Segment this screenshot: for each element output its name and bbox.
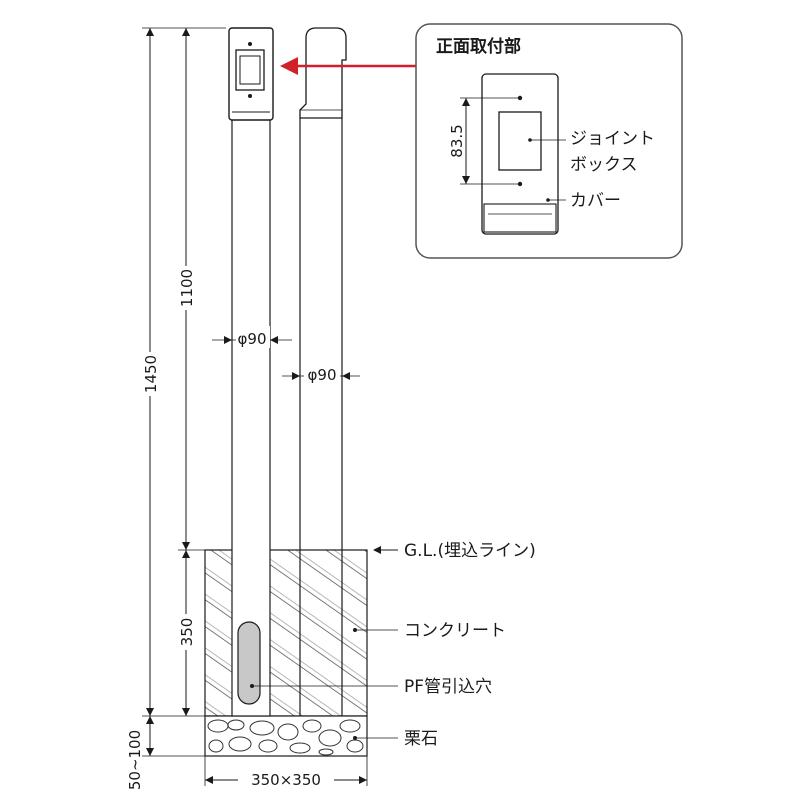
joint-box-label-line2: ボックス [570, 155, 638, 175]
pole-b-diameter-dimension: φ90 [282, 362, 360, 384]
pf-hole-label: PF管引込穴 [404, 677, 492, 697]
cover-label: カバー [570, 191, 621, 211]
pf-hole-callout: PF管引込穴 [250, 677, 492, 697]
detail-title: 正面取付部 [436, 36, 521, 57]
pole-b-diameter-label: φ90 [308, 366, 337, 384]
box-spacing-label: 83.5 [448, 124, 466, 157]
pf-hole [237, 621, 261, 705]
total-height-dimension: 1450 [140, 27, 226, 716]
concrete-callout: コンクリート [353, 621, 506, 641]
pole-a-diameter-label: φ90 [238, 330, 267, 348]
burial-depth-dimension: 350 [142, 549, 205, 717]
concrete-foundation [204, 549, 368, 717]
burial-depth-label: 350 [178, 618, 196, 647]
pole-b [299, 27, 347, 716]
pole-a-diameter-dimension: φ90 [212, 326, 292, 348]
gravel-base [204, 715, 368, 757]
joint-box-label-line1: ジョイント [570, 129, 655, 149]
base-size-dimension: 350×350 [204, 756, 368, 789]
base-size-label: 350×350 [251, 771, 321, 789]
ground-line-label: G.L.(埋込ライン) [404, 541, 536, 561]
ground-line-callout: G.L.(埋込ライン) [373, 541, 536, 561]
concrete-label: コンクリート [404, 621, 506, 641]
detail-callout: 正面取付部 83.5 ジョイント ボックス カバー [415, 23, 683, 259]
gravel-depth-dimension: 50~100 [126, 716, 205, 790]
gravel-callout: 栗石 [353, 729, 438, 749]
above-ground-label: 1100 [178, 269, 196, 307]
above-ground-dimension: 1100 [176, 28, 196, 550]
pole-a [228, 27, 274, 717]
total-height-label: 1450 [142, 355, 160, 393]
gravel-label: 栗石 [404, 729, 438, 749]
detail-pointer-arrow [280, 57, 416, 75]
gravel-depth-label: 50~100 [126, 730, 144, 790]
